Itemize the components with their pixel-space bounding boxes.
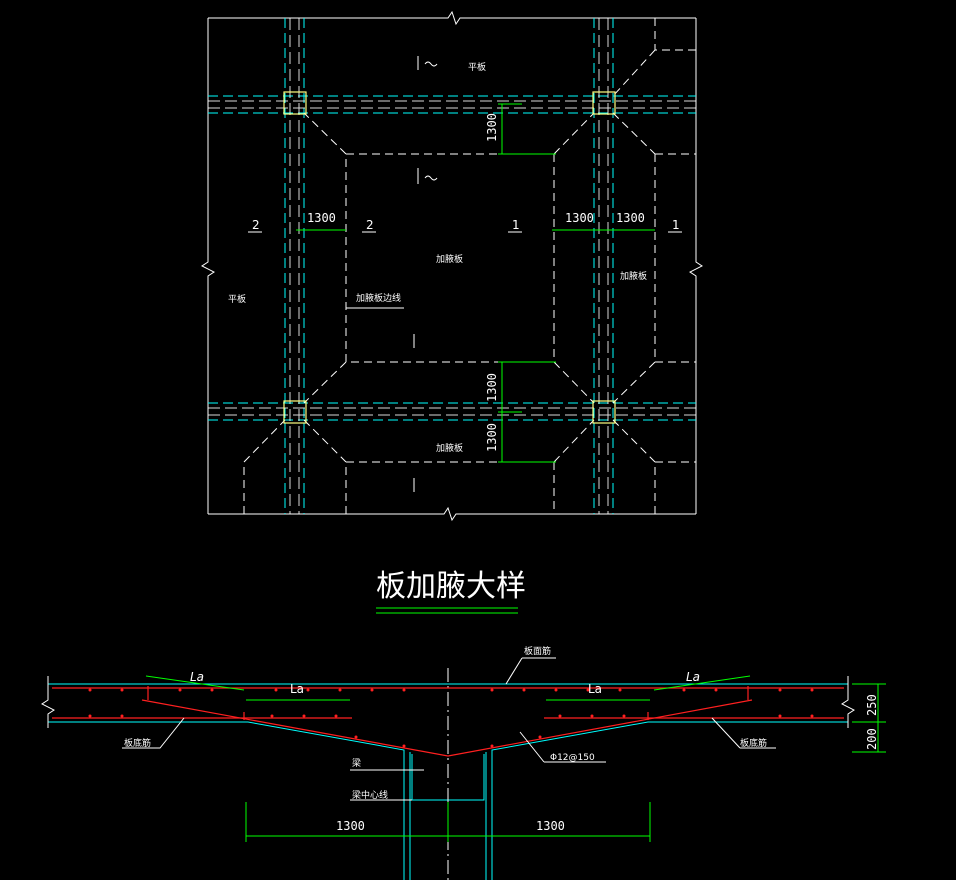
dim-left-horizontal: 1300: [307, 211, 336, 225]
slab-outline: [48, 683, 848, 880]
dim-top-vertical: 1300: [485, 113, 499, 142]
label-bottom-bar-right: 板底筋: [740, 737, 767, 749]
dim-thick-250: 250: [865, 694, 879, 716]
dim-thick-200: 200: [865, 728, 879, 750]
dim-right-1300: 1300: [536, 819, 565, 833]
label-bottom-bar-left: 板底筋: [124, 737, 151, 749]
section-1-right: 1: [672, 218, 680, 232]
column-tl: [283, 91, 307, 115]
dim-right-horizontal-a: 1300: [565, 211, 594, 225]
leaders: [122, 657, 776, 801]
haunch-boundaries: [243, 18, 696, 514]
label-flat-slab-left: 平板: [228, 293, 246, 305]
label-beam-centerline: 梁中心线: [352, 789, 388, 801]
label-haunch-bottom: 加腋板: [436, 442, 463, 454]
label-la-left-inner: La: [290, 682, 304, 696]
dim-bottom-vertical-a: 1300: [485, 373, 499, 402]
plan-border: [201, 10, 703, 522]
bottom-dims: [245, 802, 651, 842]
break-marks: [41, 676, 855, 728]
column-tr: [592, 91, 616, 115]
label-haunch-right: 加腋板: [620, 270, 647, 282]
label-haunch-boundary: 加腋板边线: [356, 292, 401, 304]
section-2-right: 2: [366, 218, 374, 232]
section-2-left: 2: [252, 218, 260, 232]
beam: [409, 752, 487, 880]
dim-left-1300: 1300: [336, 819, 365, 833]
label-la-right-inner: La: [588, 682, 602, 696]
rebar-dots: [88, 688, 814, 748]
dim-bottom-vertical-b: 1300: [485, 423, 499, 452]
column-bl: [283, 400, 307, 424]
plan-view: 平板 平板 加腋板 加腋板 加腋板 加腋板边线 2 2 1 1 1300 130…: [201, 10, 703, 522]
plan-dim-lines: [296, 103, 655, 463]
label-la-right-outer: La: [686, 670, 700, 684]
rebar: [52, 686, 844, 757]
la-dims: [145, 675, 751, 701]
axis-lines: [208, 18, 696, 514]
label-top-bar: 板面筋: [524, 645, 551, 657]
section-marks: [248, 56, 682, 492]
section-1-left: 1: [512, 218, 520, 232]
column-br: [592, 400, 616, 424]
label-haunch-bar: Φ12@150: [550, 753, 595, 763]
beam-lines: [208, 18, 696, 514]
section-detail: 板面筋 板底筋 板底筋 梁 梁中心线 Φ12@150 La La La La 1…: [41, 645, 886, 880]
label-la-left-outer: La: [190, 670, 204, 684]
label-beam: 梁: [352, 757, 361, 769]
label-haunch-center: 加腋板: [436, 253, 463, 265]
detail-title: 板加腋大样: [376, 569, 526, 604]
dim-right-horizontal-b: 1300: [616, 211, 645, 225]
label-flat-slab-top: 平板: [468, 61, 486, 73]
columns: [283, 91, 616, 424]
thickness-dims: [852, 683, 886, 753]
